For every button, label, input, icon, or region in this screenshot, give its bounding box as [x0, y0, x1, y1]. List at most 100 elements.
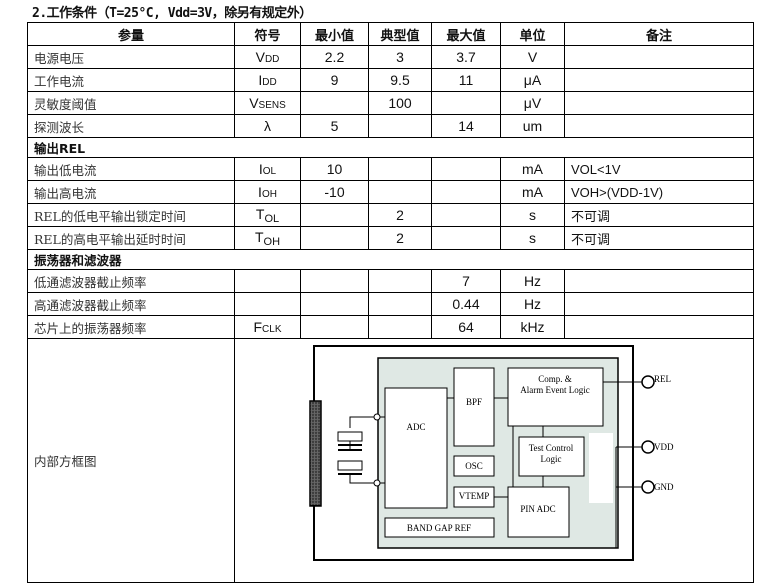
section-row: 输出REL — [27, 137, 754, 158]
note-cell: 不可调 — [564, 203, 754, 227]
note-cell — [564, 114, 754, 138]
bpf-label: BPF — [466, 397, 482, 407]
column-header: 单位 — [500, 22, 565, 46]
bpf-block — [453, 367, 495, 447]
table-row: 灵敏度阈值 VSENS 100 μV — [27, 91, 754, 115]
symbol-cell — [234, 269, 301, 293]
column-header: 参量 — [27, 22, 235, 46]
param-cell: 探测波长 — [27, 114, 235, 138]
vtemp-label: VTEMP — [459, 491, 490, 501]
param-cell: 工作电流 — [27, 68, 235, 92]
column-header: 符号 — [234, 22, 301, 46]
bandgap-block — [384, 517, 495, 538]
max-cell: 7 — [431, 269, 501, 293]
min-cell — [300, 269, 369, 293]
sensor-element — [337, 413, 385, 487]
symbol-cell: TOH — [234, 226, 301, 250]
min-cell — [300, 315, 369, 339]
table-row: 电源电压 VDD 2.2 3 3.7 V — [27, 45, 754, 69]
min-cell — [300, 91, 369, 115]
max-cell — [431, 91, 501, 115]
symbol-cell: IDD — [234, 68, 301, 92]
note-cell: VOH>(VDD-1V) — [564, 180, 754, 204]
note-cell — [564, 292, 754, 316]
section-row: 振荡器和滤波器 — [27, 249, 754, 270]
operating-conditions-table: 参量符号最小值典型值最大值单位备注 电源电压 VDD 2.2 3 3.7 V 工… — [27, 22, 754, 583]
bandgap-label: BAND GAP REF — [407, 523, 471, 533]
symbol-cell: FCLK — [234, 315, 301, 339]
param-cell: REL的高电平输出延时时间 — [27, 226, 235, 250]
unit-cell: Hz — [500, 292, 565, 316]
param-cell: 输出高电流 — [27, 180, 235, 204]
max-cell — [431, 203, 501, 227]
unit-cell: μA — [500, 68, 565, 92]
column-header: 备注 — [564, 22, 754, 46]
typ-cell — [368, 269, 432, 293]
rel-pin-icon — [641, 375, 655, 389]
typ-cell — [368, 180, 432, 204]
logic-label: Logic — [541, 454, 562, 464]
min-cell — [300, 292, 369, 316]
comp-block — [507, 367, 604, 427]
param-cell: 输出低电流 — [27, 157, 235, 181]
unit-cell: s — [500, 226, 565, 250]
max-cell: 3.7 — [431, 45, 501, 69]
symbol-cell: TOL — [234, 203, 301, 227]
unit-cell: Hz — [500, 269, 565, 293]
gnd-pin-icon — [641, 480, 655, 494]
test-control-block — [518, 436, 585, 477]
pin-adc-block — [507, 486, 570, 538]
note-cell — [564, 315, 754, 339]
max-cell: 64 — [431, 315, 501, 339]
header-row: 参量符号最小值典型值最大值单位备注 — [27, 22, 754, 46]
typ-cell — [368, 315, 432, 339]
max-cell — [431, 180, 501, 204]
typ-cell: 3 — [368, 45, 432, 69]
table-row: 输出高电流 IOH -10 mA VOH>(VDD-1V) — [27, 180, 754, 204]
unit-cell: mA — [500, 180, 565, 204]
symbol-cell: VSENS — [234, 91, 301, 115]
block-diagram-cell: ADC BPF OSC VTEMP Comp. & Alarm Event Lo… — [234, 338, 754, 583]
param-cell: 高通滤波器截止频率 — [27, 292, 235, 316]
diagram-row: 内部方框图 ADC BPF OSC VTEMP Comp. & Alarm Ev… — [27, 338, 754, 583]
note-cell: VOL<1V — [564, 157, 754, 181]
vdd-pin-icon — [641, 440, 655, 454]
max-cell: 0.44 — [431, 292, 501, 316]
lens-window — [309, 400, 322, 507]
table-row: 工作电流 IDD 9 9.5 11 μA — [27, 68, 754, 92]
min-cell — [300, 226, 369, 250]
min-cell: 10 — [300, 157, 369, 181]
max-cell — [431, 226, 501, 250]
note-cell: 不可调 — [564, 226, 754, 250]
section-heading: 振荡器和滤波器 — [27, 249, 754, 270]
table-row: REL的低电平输出锁定时间 TOL 2 s 不可调 — [27, 203, 754, 227]
adc-block — [384, 387, 448, 509]
param-cell: REL的低电平输出锁定时间 — [27, 203, 235, 227]
column-header: 典型值 — [368, 22, 432, 46]
pin-adc-label: PIN ADC — [520, 504, 555, 514]
symbol-cell: VDD — [234, 45, 301, 69]
note-cell — [564, 68, 754, 92]
unit-cell: μV — [500, 91, 565, 115]
min-cell: 9 — [300, 68, 369, 92]
table-row: REL的高电平输出延时时间 TOH 2 s 不可调 — [27, 226, 754, 250]
comp-label: Comp. & — [538, 374, 572, 384]
note-cell — [564, 269, 754, 293]
unit-cell: kHz — [500, 315, 565, 339]
section-title: 2.工作条件（T=25°C, Vdd=3V，除另有规定外） — [32, 6, 312, 21]
block-diagram: ADC BPF OSC VTEMP Comp. & Alarm Event Lo… — [309, 345, 674, 561]
min-cell — [300, 203, 369, 227]
param-cell: 芯片上的振荡器频率 — [27, 315, 235, 339]
gnd-pin-label: GND — [654, 482, 674, 492]
typ-cell — [368, 157, 432, 181]
table-row: 输出低电流 IOL 10 mA VOL<1V — [27, 157, 754, 181]
typ-cell: 9.5 — [368, 68, 432, 92]
test-label: Test Control — [529, 443, 574, 453]
rel-pin-label: REL — [654, 374, 671, 384]
min-cell: 5 — [300, 114, 369, 138]
adc-label: ADC — [406, 422, 425, 432]
note-cell — [564, 45, 754, 69]
symbol-cell: IOL — [234, 157, 301, 181]
param-cell: 低通滤波器截止频率 — [27, 269, 235, 293]
min-cell: 2.2 — [300, 45, 369, 69]
